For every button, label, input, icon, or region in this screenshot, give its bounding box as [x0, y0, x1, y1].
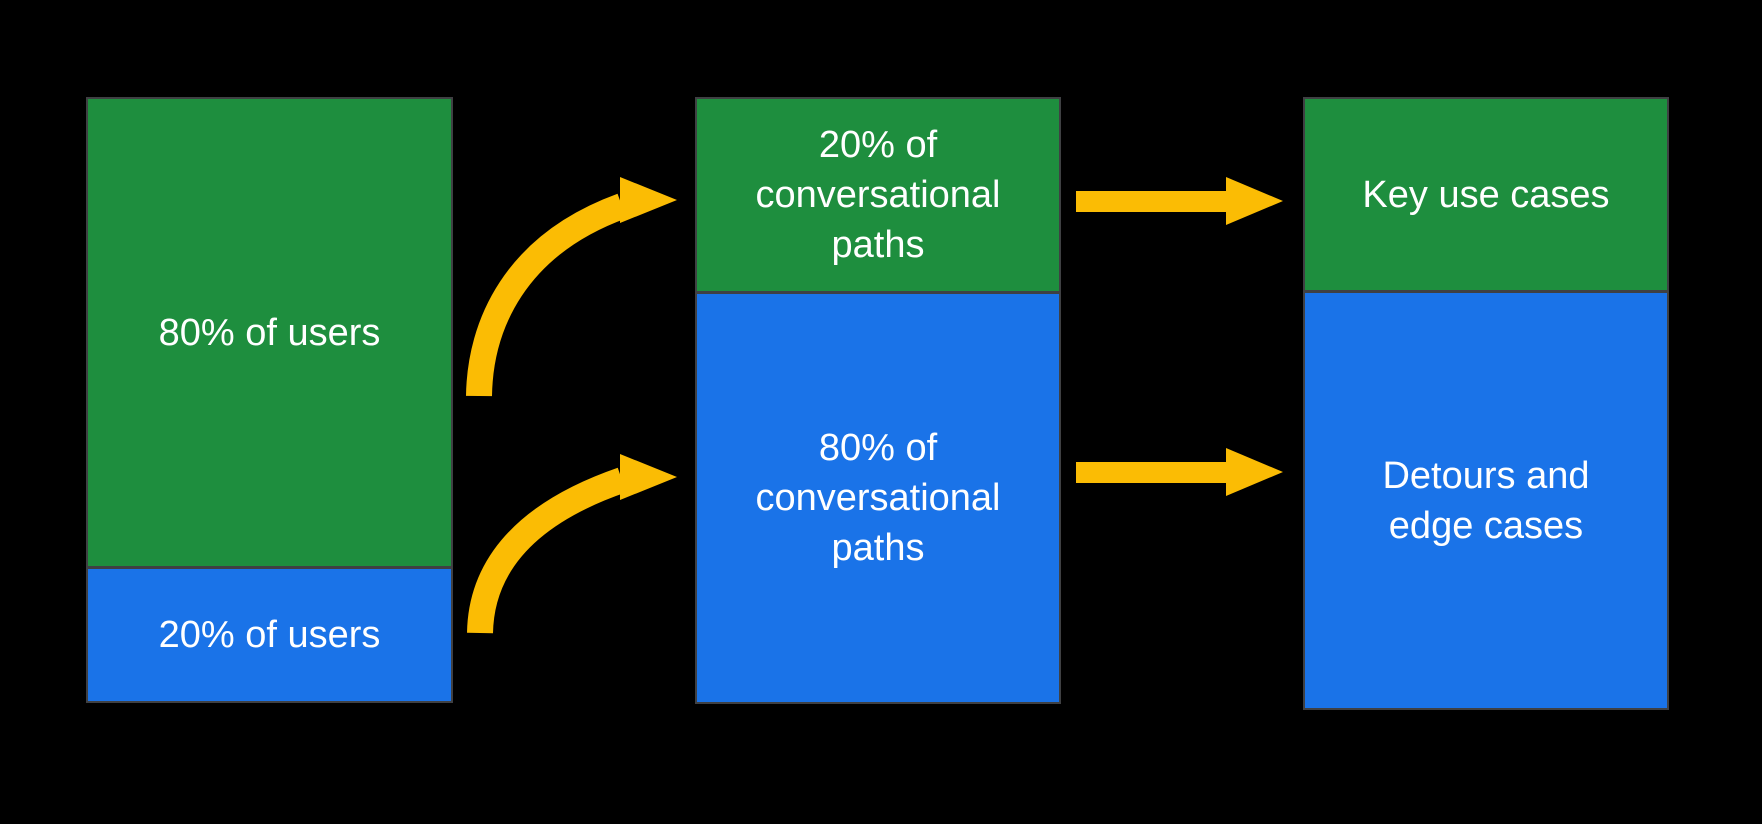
paths-20-label: 20% of conversational paths [755, 120, 1000, 270]
segment-label-line: edge cases [1388, 504, 1584, 547]
segment-label-line: 80% of [818, 426, 938, 469]
detours-label: Detours and edge cases [1382, 451, 1589, 551]
segment-label-line: Key use cases [1362, 173, 1610, 216]
segment-label-line: paths [831, 223, 925, 266]
paths-80-label: 80% of conversational paths [755, 423, 1000, 573]
curved-arrow-bottom-icon [467, 454, 677, 634]
key-use-cases-label: Key use cases [1362, 170, 1609, 220]
users-80-segment: 80% of users [88, 99, 451, 567]
segment-label-line: conversational [755, 476, 1001, 519]
paths-column: 20% of conversational paths 80% of conve… [695, 97, 1061, 704]
segment-label-line: 20% of [818, 123, 938, 166]
segment-label-line: paths [831, 526, 925, 569]
straight-arrow-bottom-icon [1076, 448, 1283, 496]
users-80-label: 80% of users [159, 308, 381, 358]
users-20-label: 20% of users [159, 610, 381, 660]
users-column: 80% of users 20% of users [86, 97, 453, 703]
straight-arrow-top-icon [1076, 177, 1283, 225]
paths-80-segment: 80% of conversational paths [697, 290, 1059, 702]
paths-20-segment: 20% of conversational paths [697, 99, 1059, 291]
segment-label-line: Detours and [1382, 454, 1590, 497]
users-20-segment: 20% of users [88, 566, 451, 701]
detours-segment: Detours and edge cases [1305, 290, 1667, 708]
key-use-cases-segment: Key use cases [1305, 99, 1667, 291]
cases-column: Key use cases Detours and edge cases [1303, 97, 1669, 710]
segment-label-line: 20% of users [158, 614, 381, 657]
segment-label-line: 80% of users [158, 311, 381, 354]
curved-arrow-top-icon [466, 177, 677, 397]
segment-label-line: conversational [755, 173, 1001, 216]
